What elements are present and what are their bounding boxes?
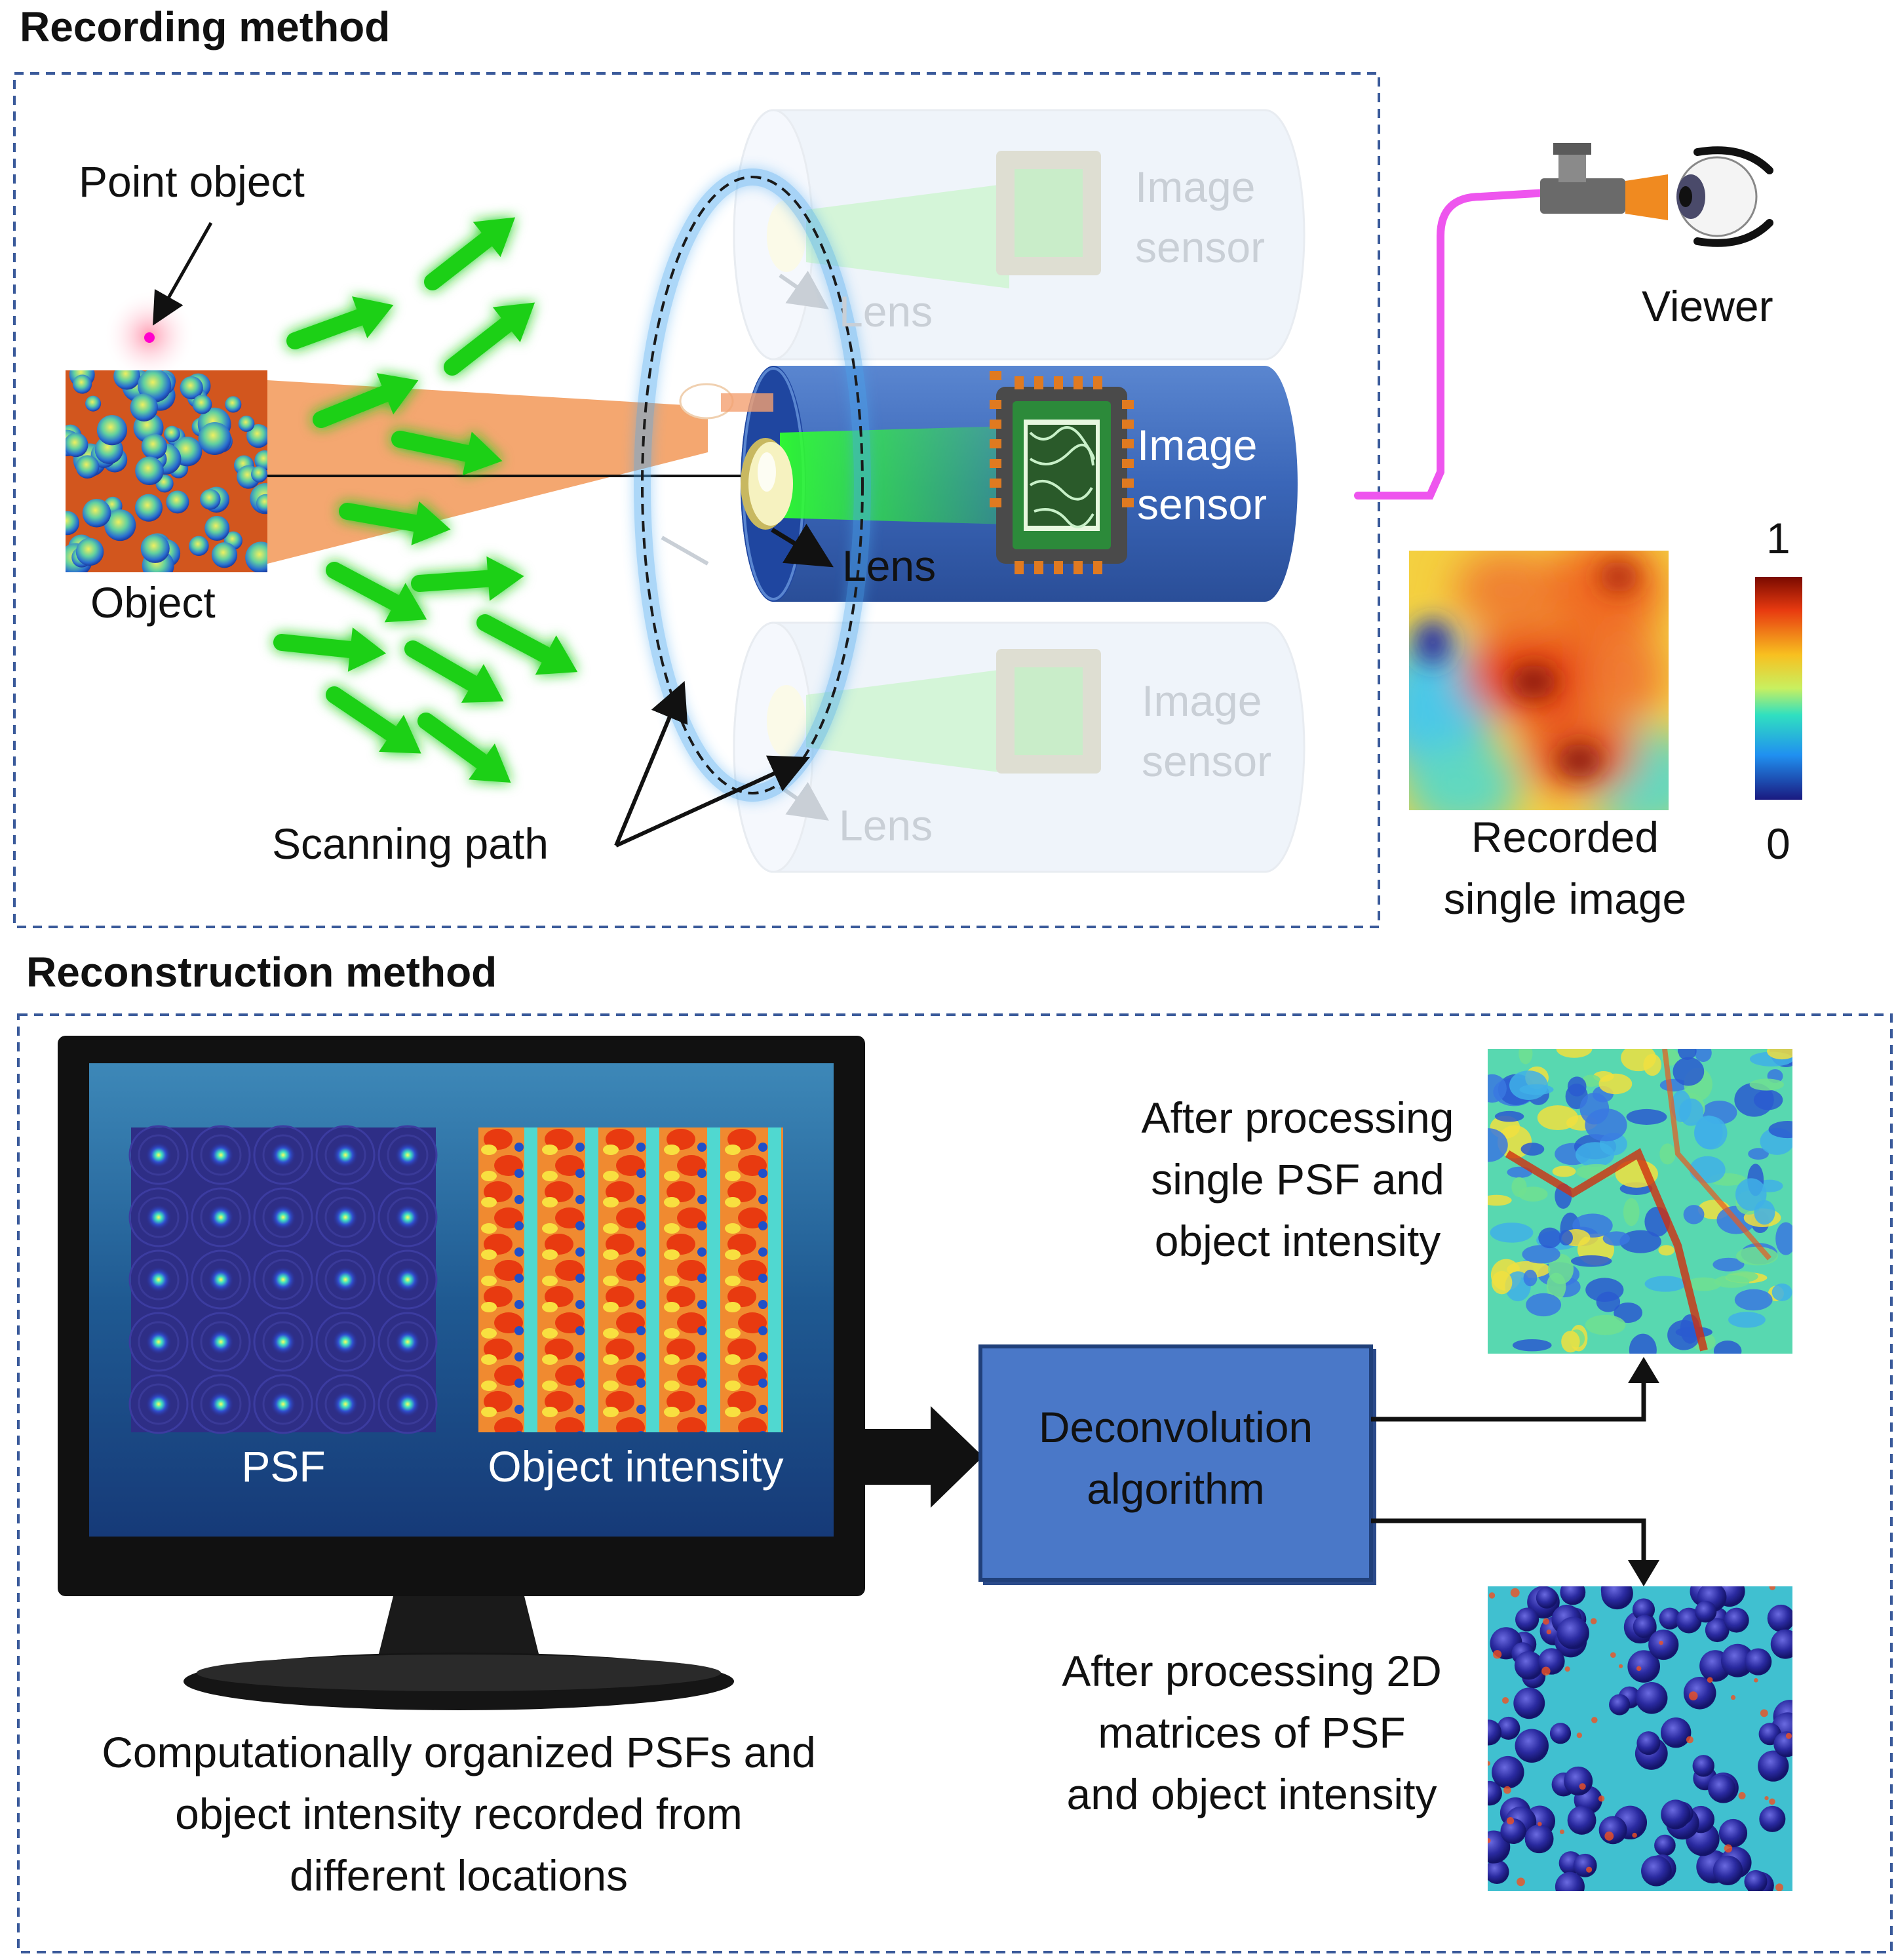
lens-label-faint-bottom: Lens: [839, 801, 933, 850]
object-intensity-panel: [478, 1127, 783, 1432]
caption-line2: object intensity recorded from: [175, 1790, 743, 1838]
result-2d-matrices: [1488, 1586, 1792, 1891]
recording-title: Recording method: [20, 3, 391, 50]
colorbar: [1755, 577, 1802, 800]
image-sensor-chip: [990, 371, 1134, 574]
colorbar-min-label: 0: [1766, 819, 1790, 868]
eye-icon: [1676, 146, 1773, 247]
result1-label-line1: After processing: [1141, 1093, 1454, 1142]
object-intensity-label: Object intensity: [488, 1442, 784, 1491]
reconstruction-title: Reconstruction method: [26, 949, 497, 996]
recording-frame: [13, 72, 1380, 928]
colorbar-max-label: 1: [1766, 514, 1790, 562]
output-arrow-2: [1371, 1518, 1646, 1567]
result-single-psf: [1488, 1049, 1792, 1354]
result1-label-line2: single PSF and: [1151, 1155, 1444, 1204]
scanning-arrow-2: [615, 755, 810, 848]
cable: [1354, 189, 1551, 500]
algorithm-label-line1: Deconvolution: [1038, 1403, 1313, 1451]
image-sensor-faint-bottom-line1: Image: [1142, 676, 1262, 725]
recorded-label-line2: single image: [1443, 874, 1687, 923]
result2-label-line1: After processing 2D: [1062, 1647, 1442, 1695]
caption-line3: different locations: [289, 1851, 629, 1900]
deconvolution-box: [978, 1344, 1376, 1585]
camera-faint-top: [733, 109, 1306, 361]
scanning-arrow-1: [614, 680, 688, 847]
viewer-label: Viewer: [1642, 282, 1773, 330]
lens-arrow: [771, 523, 834, 568]
image-sensor-label-line2: sensor: [1137, 480, 1267, 528]
lens-label: Lens: [842, 541, 937, 590]
green-beam: [780, 426, 1009, 524]
result2-label-line2: matrices of PSF: [1098, 1708, 1406, 1757]
monitor-to-algorithm-arrow: [865, 1406, 983, 1508]
camera-faint-bottom: [733, 621, 1306, 873]
lens-label-faint-top: Lens: [839, 287, 933, 336]
lens: [741, 438, 793, 530]
recorded-label-line1: Recorded: [1471, 813, 1659, 861]
image-sensor-label-line1: Image: [1137, 421, 1258, 469]
reconstruction-frame: [17, 1013, 1893, 1953]
object-label: Object: [90, 578, 216, 627]
scanning-path: [641, 176, 864, 794]
point-object-label: Point object: [79, 157, 305, 206]
point-object-arrow: [153, 222, 213, 326]
image-sensor-faint-top-line2: sensor: [1135, 223, 1266, 271]
image-sensor-faint-bottom-line2: sensor: [1142, 737, 1272, 785]
object-image: [66, 370, 267, 572]
lens-arrow-faint-bottom: [779, 782, 829, 821]
lens-arrow-faint-top: [779, 271, 829, 309]
eyepiece: [1540, 143, 1668, 220]
psf-label: PSF: [241, 1442, 326, 1491]
result2-label-line3: and object intensity: [1066, 1770, 1437, 1818]
lens-arrow-faint-back: [661, 536, 709, 566]
algorithm-label-line2: algorithm: [1087, 1464, 1265, 1513]
scanning-path-label: Scanning path: [272, 819, 549, 868]
recorded-image: [1409, 551, 1669, 810]
result1-label-line3: object intensity: [1154, 1217, 1441, 1265]
psf-grid: [128, 1125, 438, 1434]
output-arrow-1: [1371, 1377, 1646, 1422]
caption-line1: Computationally organized PSFs and: [102, 1728, 816, 1776]
image-sensor-faint-top-line1: Image: [1135, 163, 1256, 211]
point-object: [144, 332, 155, 343]
